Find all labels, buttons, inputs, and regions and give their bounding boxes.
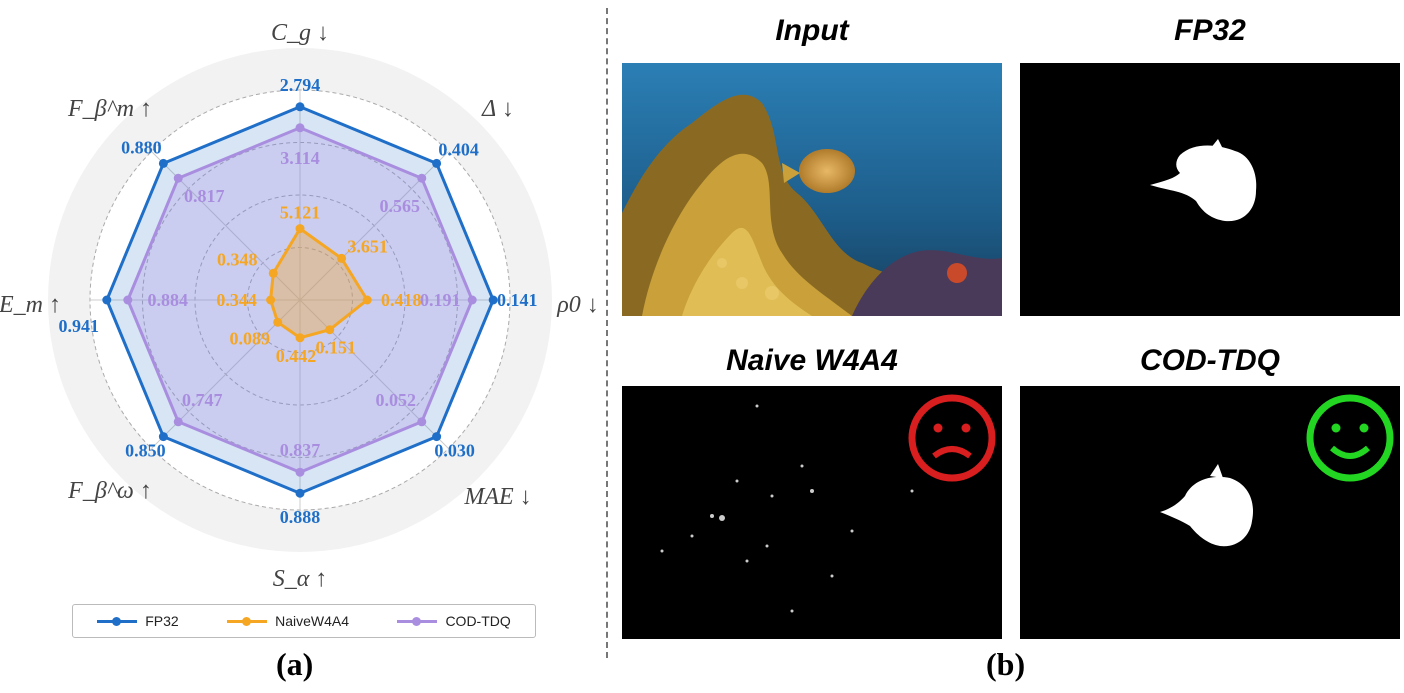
radar-point-fp32-5 — [295, 488, 305, 498]
radar-axis-label-5: S_α ↑ — [273, 566, 328, 592]
radar-value-naivew4a4-5: 0.442 — [276, 346, 317, 366]
radar-series-layer — [105, 105, 495, 495]
radar-point-cod-tdq-8 — [173, 173, 183, 183]
radar-value-cod-tdq-4: 0.052 — [376, 390, 417, 410]
radar-values-layer: 2.794 0.404 0.141 0.030 0.888 0.850 0.941 0.880… — [59, 75, 538, 527]
radar-value-cod-tdq-2: 0.565 — [380, 196, 421, 216]
radar-value-naivew4a4-2: 3.651 — [347, 236, 388, 256]
radar-value-cod-tdq-1: 3.114 — [280, 148, 320, 168]
naive-output-noise — [660, 394, 996, 613]
radar-point-fp32-4 — [432, 432, 442, 442]
radar-point-cod-tdq-5 — [295, 467, 305, 477]
radar-value-naivew4a4-6: 0.089 — [229, 328, 270, 348]
radar-point-cod-tdq-4 — [417, 417, 427, 427]
radar-axis-label-6: F_β^ω ↑ — [67, 478, 152, 504]
radar-point-cod-tdq-7 — [123, 295, 133, 305]
legend-label-naive: NaiveW4A4 — [275, 613, 350, 629]
radar-chart: 2.794 0.404 0.141 0.030 0.888 0.850 0.941 0.880… — [0, 20, 599, 592]
naive-output — [622, 386, 1002, 639]
panel-label-b: (b) — [986, 646, 1026, 682]
panel-divider — [606, 8, 608, 658]
radar-value-naivew4a4-1: 5.121 — [280, 203, 321, 223]
radar-value-naivew4a4-8: 0.348 — [217, 249, 258, 269]
legend-label-fp32: FP32 — [145, 613, 179, 629]
radar-point-fp32-7 — [102, 295, 112, 305]
radar-point-naivew4a4-7 — [266, 295, 276, 305]
input-image — [622, 63, 1002, 316]
codtdq-output — [1020, 386, 1400, 639]
radar-value-fp32-8: 0.880 — [121, 137, 162, 157]
radar-axis-label-8: F_β^m ↑ — [67, 96, 152, 122]
radar-value-fp32-6: 0.850 — [125, 441, 166, 461]
radar-axis-label-3: ρ0 ↓ — [556, 292, 599, 318]
radar-value-naivew4a4-4: 0.151 — [315, 338, 356, 358]
radar-point-fp32-2 — [432, 158, 442, 168]
radar-point-fp32-6 — [158, 432, 168, 442]
tile-title-codtdq: COD-TDQ — [1140, 344, 1280, 377]
tile-title-naive: Naive W4A4 — [726, 344, 898, 377]
legend-swatch-fp32 — [97, 616, 138, 626]
underwater-scene — [622, 63, 1002, 316]
radar-point-naivew4a4-3 — [362, 295, 372, 305]
radar-value-fp32-4: 0.030 — [434, 441, 475, 461]
radar-axis-label-4: MAE ↓ — [463, 484, 531, 510]
radar-axis-label-2: Δ ↓ — [481, 96, 514, 122]
radar-value-fp32-7: 0.941 — [59, 316, 100, 336]
tile-title-fp32: FP32 — [1174, 14, 1246, 47]
radar-point-naivew4a4-4 — [325, 325, 335, 335]
legend-item-codtdq: COD-TDQ — [397, 613, 511, 629]
radar-value-cod-tdq-7: 0.884 — [148, 290, 189, 310]
legend-swatch-naive — [227, 616, 268, 626]
radar-point-naivew4a4-2 — [337, 253, 347, 263]
tile-title-input: Input — [775, 14, 849, 47]
radar-point-naivew4a4-8 — [268, 268, 278, 278]
happy-face-icon — [1306, 394, 1394, 482]
radar-value-cod-tdq-5: 0.837 — [280, 440, 321, 460]
legend-item-naive: NaiveW4A4 — [227, 613, 349, 629]
radar-point-fp32-8 — [158, 158, 168, 168]
radar-value-fp32-2: 0.404 — [438, 139, 479, 159]
radar-point-fp32-1 — [295, 102, 305, 112]
radar-points-layer — [102, 102, 498, 498]
legend-swatch-codtdq — [397, 616, 438, 626]
radar-value-naivew4a4-7: 0.344 — [216, 290, 257, 310]
radar-axis-label-7: E_m ↑ — [0, 292, 61, 318]
radar-value-fp32-5: 0.888 — [280, 507, 321, 527]
radar-point-cod-tdq-6 — [173, 417, 183, 427]
radar-point-cod-tdq-3 — [467, 295, 477, 305]
legend-label-codtdq: COD-TDQ — [445, 613, 511, 629]
radar-point-cod-tdq-1 — [295, 123, 305, 133]
codtdq-mask-shape — [1160, 394, 1394, 547]
sad-face-icon — [908, 394, 996, 482]
radar-point-fp32-3 — [488, 295, 498, 305]
radar-value-cod-tdq-8: 0.817 — [184, 186, 225, 206]
fp32-mask-shape — [1150, 139, 1257, 222]
radar-value-cod-tdq-3: 0.191 — [420, 290, 461, 310]
radar-axis-label-1: C_g ↓ — [271, 20, 329, 46]
chart-legend: FP32 NaiveW4A4 COD-TDQ — [72, 604, 536, 638]
legend-item-fp32: FP32 — [97, 613, 179, 629]
radar-point-naivew4a4-1 — [295, 224, 305, 234]
radar-point-naivew4a4-5 — [295, 333, 305, 343]
fp32-mask — [1020, 63, 1400, 316]
radar-axis-labels: C_g ↓ Δ ↓ ρ0 ↓ MAE ↓ S_α ↑ F_β^ω ↑ E_m ↑ F_β^m … — [0, 20, 599, 592]
radar-value-fp32-3: 0.141 — [497, 290, 538, 310]
radar-point-cod-tdq-2 — [417, 173, 427, 183]
radar-point-naivew4a4-6 — [273, 317, 283, 327]
radar-value-naivew4a4-3: 0.418 — [381, 290, 422, 310]
radar-value-fp32-1: 2.794 — [280, 75, 321, 95]
radar-value-cod-tdq-6: 0.747 — [182, 390, 223, 410]
panel-label-a: (a) — [276, 646, 314, 682]
